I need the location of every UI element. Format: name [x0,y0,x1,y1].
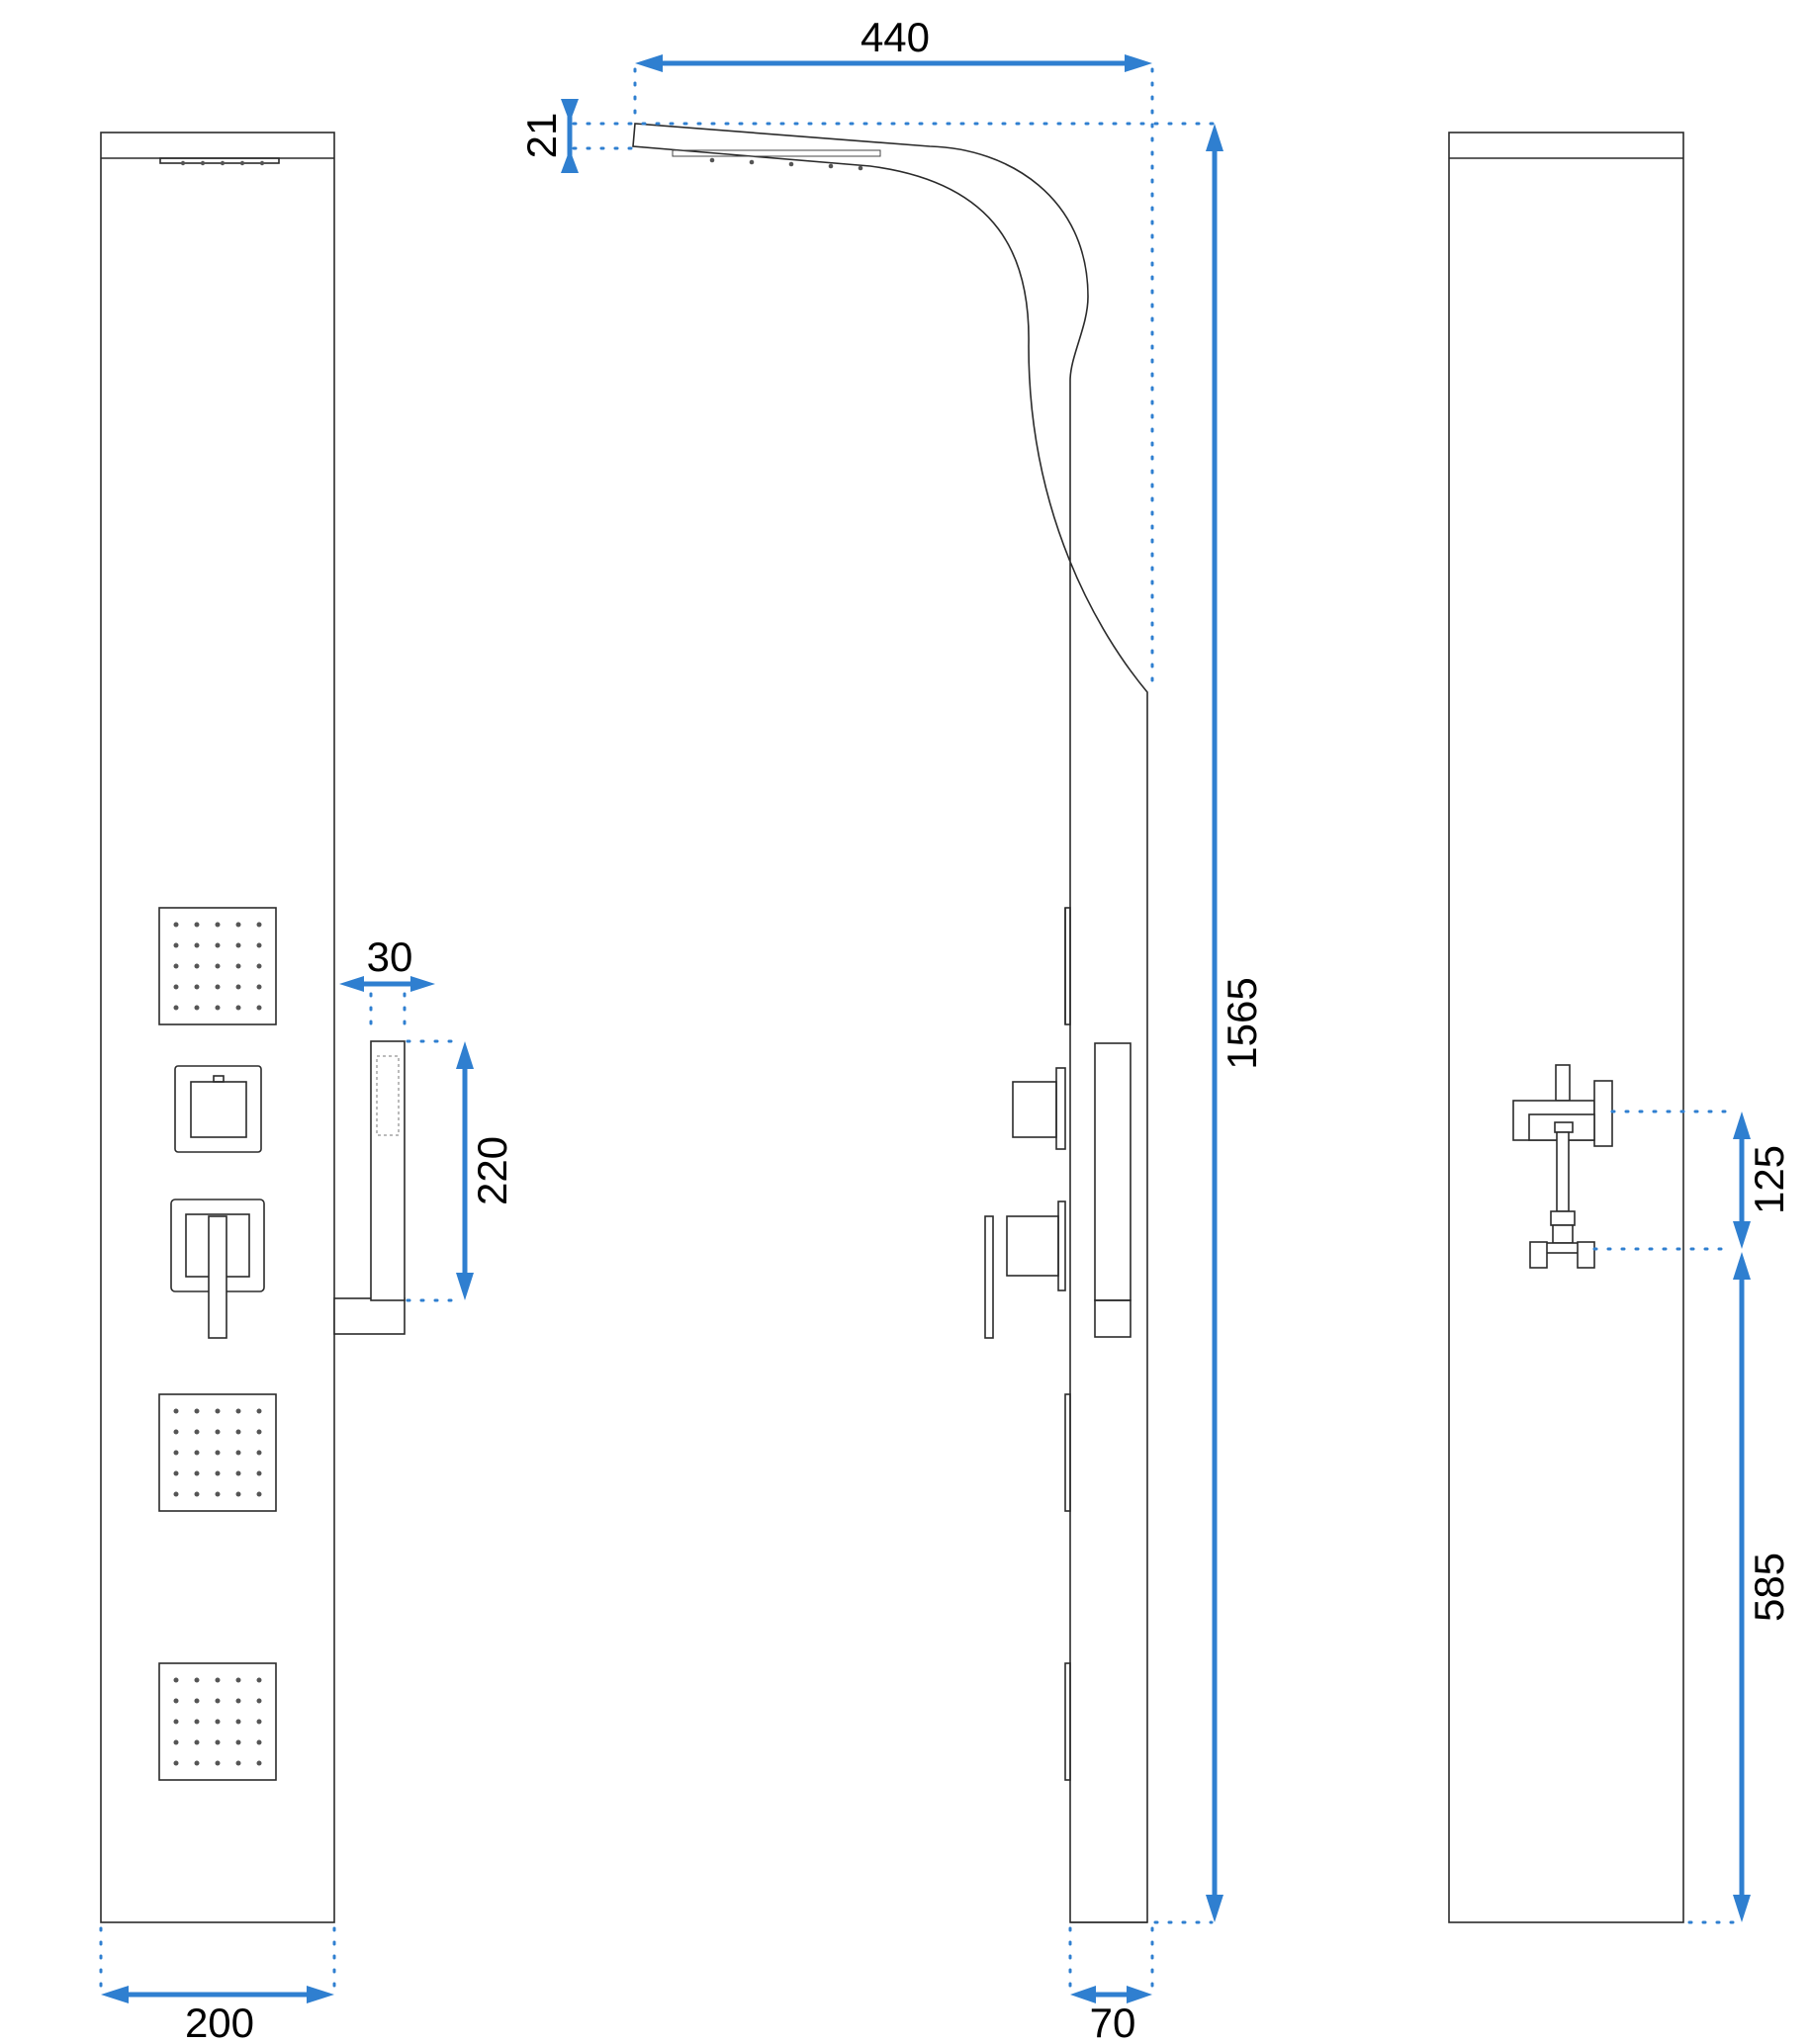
hand-shower-holder [333,1297,406,1335]
body-jet-2 [158,1393,277,1512]
hand-shower-length-label: 220 [469,1136,515,1205]
depth-label: 70 [1090,2000,1136,2044]
outlet-spacing-dimension: 125 [1592,1110,1792,1251]
reach-dimension: 440 [633,14,1154,694]
body-jet-2-nozzles [173,1408,262,1497]
outlet-spacing-label: 125 [1746,1145,1792,1214]
side-head-nozzles [672,149,881,171]
front-view [100,132,406,1923]
rear-view [1448,132,1684,1923]
head-thickness-label: 21 [518,113,565,159]
front-panel-body [100,132,335,1923]
outlet-height-dimension: 585 [1687,1252,1792,1924]
body-jet-3 [158,1662,277,1781]
total-height-label: 1565 [1219,977,1265,1069]
diverter-knob-inner [190,1081,247,1138]
hand-shower-width-label: 30 [367,933,413,980]
width-dimension: 200 [99,1926,336,2044]
reach-label: 440 [860,14,930,60]
head-thickness-dimension: 21 [518,99,1219,173]
hand-shower-width-dimension: 30 [339,933,435,1030]
hand-shower-nozzles [376,1055,400,1136]
side-hand-shower [1094,1042,1132,1301]
body-jet-3-nozzles [173,1677,262,1766]
outlet-height-label: 585 [1746,1553,1792,1622]
rear-panel-body [1448,132,1684,1923]
hand-shower-length-dimension: 220 [406,1039,515,1302]
total-height-dimension: 1565 [1153,124,1265,1924]
side-panel-profile [632,123,1148,1923]
side-jet-2 [1064,1393,1071,1512]
body-jet-1-nozzles [173,922,262,1011]
side-view [632,123,1148,1923]
rear-connection-assembly [1512,1064,1613,1269]
side-jet-3 [1064,1662,1071,1781]
hand-shower [370,1040,406,1301]
mixer-lever [208,1215,227,1339]
body-jet-1 [158,907,277,1025]
depth-dimension: 70 [1068,1926,1154,2044]
width-label: 200 [185,2000,254,2044]
side-diverter [1012,1081,1057,1138]
front-rain-head-slot [159,157,280,164]
side-mixer-lever [984,1215,994,1339]
diverter-knob-outer [174,1065,262,1153]
side-mixer [1006,1215,1059,1277]
